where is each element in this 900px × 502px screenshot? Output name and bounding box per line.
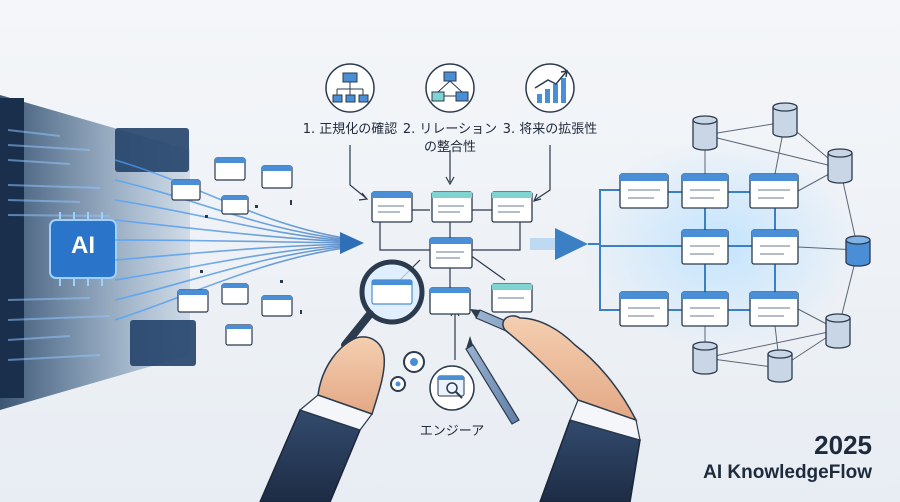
- growth-chart-icon: [525, 63, 575, 113]
- stream-arrow-head-icon: [340, 232, 364, 254]
- brand-name: AI KnowledgeFlow: [703, 462, 872, 483]
- magnifier-icon: [341, 259, 425, 349]
- gear-icon: [390, 351, 425, 392]
- step-3-label: 3. 将来の拡張性: [502, 122, 598, 137]
- scattered-tables: [171, 157, 302, 346]
- relation-icon: [425, 63, 475, 113]
- step-1-label: 1. 正規化の確認: [302, 122, 398, 137]
- hierarchy-icon: [325, 63, 375, 113]
- ai-badge-label: AI: [71, 232, 95, 259]
- engineer-label: エンジーア: [419, 424, 485, 439]
- central-schema: [371, 191, 533, 315]
- structured-schema: [588, 173, 799, 327]
- brand-year: 2025: [814, 430, 872, 460]
- step-arrows: [349, 145, 551, 360]
- step-2-label-line2: の整合性: [423, 140, 476, 155]
- database-network: [692, 102, 871, 383]
- transition-arrow-icon: [530, 228, 588, 260]
- search-window-icon: [429, 365, 475, 411]
- right-hand: [502, 315, 641, 502]
- left-hand: [259, 336, 386, 502]
- step-2-label-line1: 2. リレーション: [402, 122, 498, 137]
- ai-chip-icon: [49, 212, 117, 286]
